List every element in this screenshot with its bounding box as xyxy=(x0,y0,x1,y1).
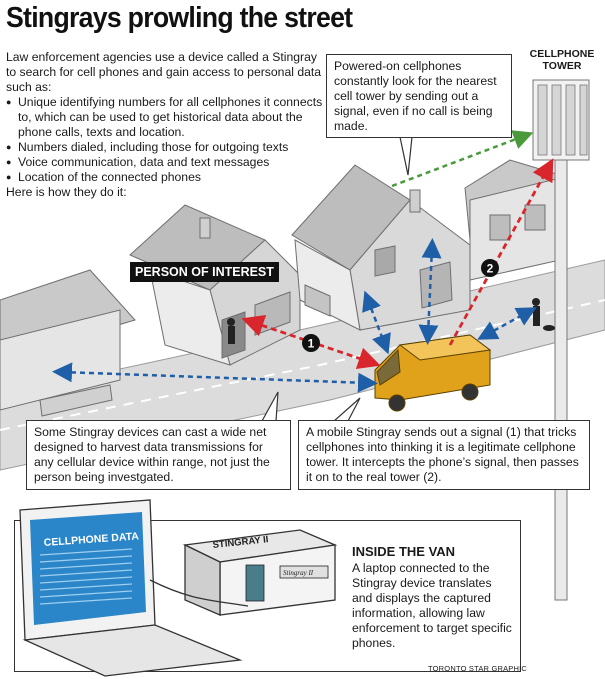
stingray-van xyxy=(374,334,492,412)
intro-closing: Here is how they do it: xyxy=(6,185,127,199)
inset-description: A laptop connected to the Stingray devic… xyxy=(352,561,512,650)
tower-label: CELLPHONE TOWER xyxy=(529,48,595,72)
callout-phone-signals: Powered-on cellphones constantly look fo… xyxy=(326,54,512,138)
data-types-list: Unique identifying numbers for all cellp… xyxy=(6,95,324,185)
list-item: Numbers dialed, including those for outg… xyxy=(6,140,324,155)
green-signal-arrow xyxy=(391,130,534,188)
house-right xyxy=(464,159,561,281)
page-title: Stingrays prowling the street xyxy=(6,2,353,34)
marker-1-label: 1 xyxy=(308,337,315,351)
marker-1: 1 xyxy=(302,334,320,352)
list-item: Location of the connected phones xyxy=(6,170,324,185)
marker-2: 2 xyxy=(481,259,499,277)
list-item: Voice communication, data and text messa… xyxy=(6,155,324,170)
graphic-credit: TORONTO STAR GRAPHIC xyxy=(428,664,528,673)
person-of-interest-figure xyxy=(227,318,235,344)
intro-text: Law enforcement agencies use a device ca… xyxy=(6,50,324,200)
inset-heading: INSIDE THE VAN xyxy=(352,544,456,559)
list-item: Unique identifying numbers for all cellp… xyxy=(6,95,324,140)
blue-signal-arrows xyxy=(52,238,537,393)
callout-wide-net: Some Stingray devices can cast a wide ne… xyxy=(26,420,291,490)
person-of-interest-label: PERSON OF INTEREST xyxy=(130,262,279,282)
callout-mobile-stingray: A mobile Stingray sends out a signal (1)… xyxy=(298,420,590,490)
intro-lead: Law enforcement agencies use a device ca… xyxy=(6,50,322,94)
house-person-of-interest xyxy=(129,204,301,366)
marker-2-label: 2 xyxy=(487,262,494,276)
